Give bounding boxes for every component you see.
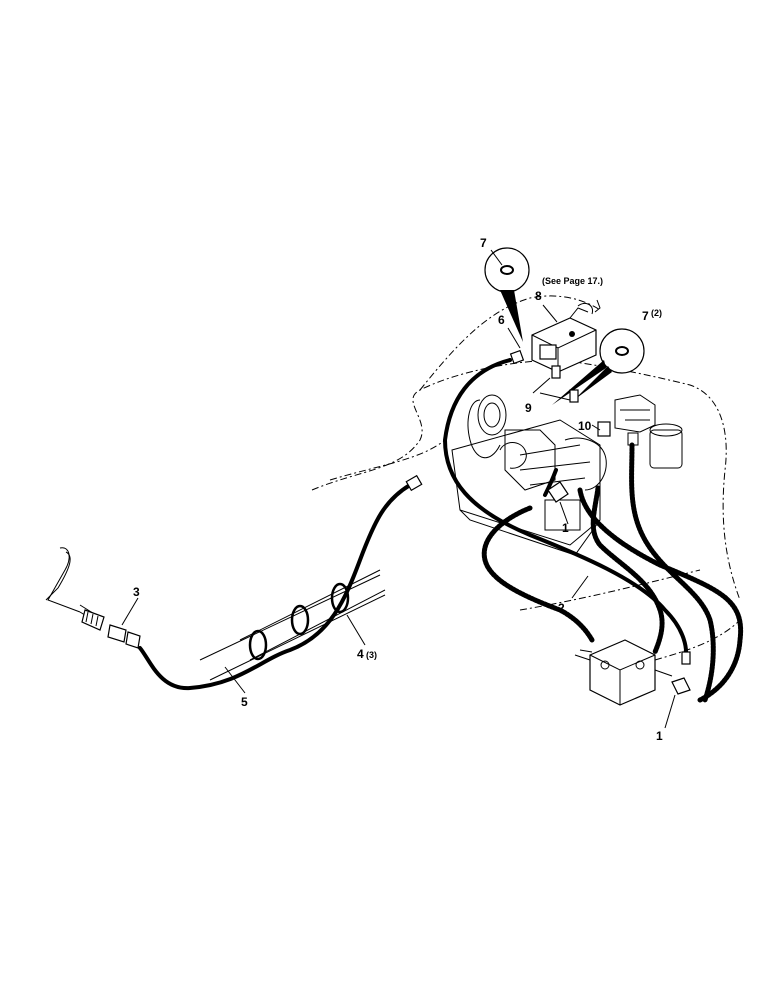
clamp-2 — [290, 604, 310, 636]
callout-9: 9 — [525, 401, 532, 415]
callout-7-right: 7 — [642, 309, 649, 323]
callout-4-qty: (3) — [366, 650, 377, 660]
adapter-fitting — [107, 624, 141, 649]
callout-5: 5 — [241, 695, 248, 709]
callout-labels: 7 (See Page 17.) 8 6 7 (2) 9 10 1 2 3 4 … — [133, 236, 663, 743]
callout-2: 2 — [558, 601, 565, 615]
hoses — [138, 358, 744, 703]
see-page-note: (See Page 17.) — [542, 276, 603, 286]
hose-fittings — [405, 349, 691, 695]
callout-6: 6 — [498, 313, 505, 327]
clamp-3 — [330, 582, 350, 614]
callout-3: 3 — [133, 585, 140, 599]
cylinder-rod — [45, 547, 105, 631]
callout-10: 10 — [578, 419, 592, 433]
callout-7-qty: (2) — [651, 308, 662, 318]
callout-4: 4 — [357, 647, 364, 661]
callout-8: 8 — [535, 289, 542, 303]
clamp-1 — [248, 629, 268, 661]
o-ring-detail-right — [552, 328, 645, 405]
machine-outline — [311, 295, 741, 661]
callout-1-lower: 1 — [656, 729, 663, 743]
leader-lines — [121, 249, 676, 729]
control-valve — [574, 639, 673, 706]
solenoid-valve — [531, 302, 597, 373]
filter-assembly — [614, 394, 683, 469]
pump-assembly — [451, 394, 607, 556]
callout-7-left: 7 — [480, 236, 487, 250]
o-ring-detail-left — [484, 247, 530, 342]
callout-1-upper: 1 — [562, 521, 569, 535]
frame-tube-with-clamps — [199, 569, 386, 681]
